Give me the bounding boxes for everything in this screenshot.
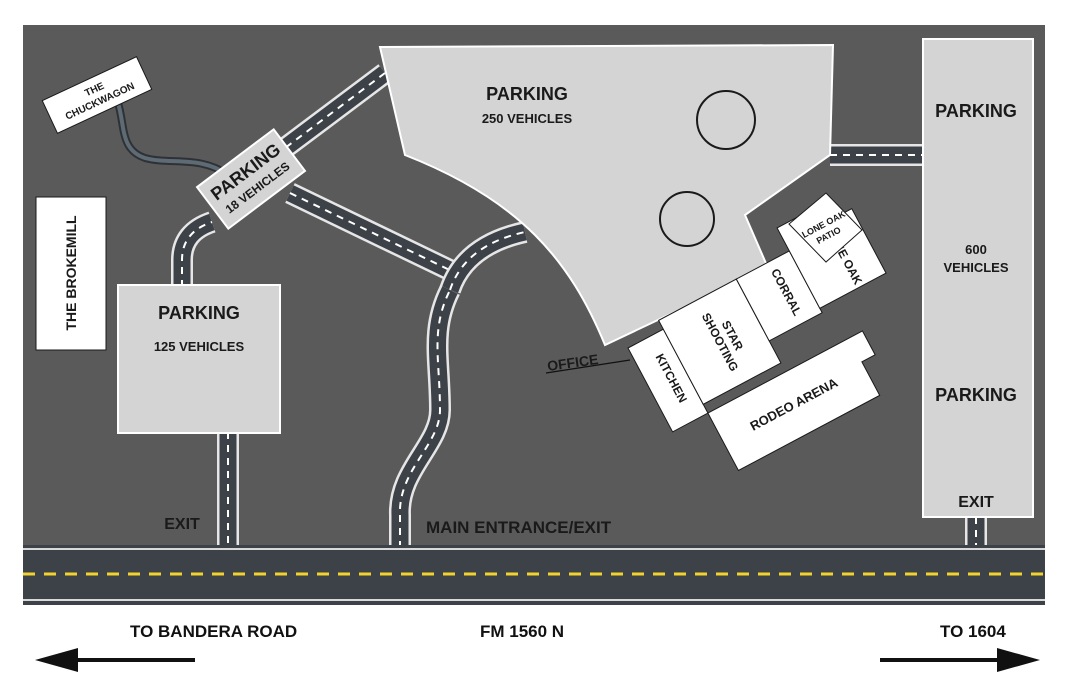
east-lot-capacity-line2: VEHICLES bbox=[943, 260, 1008, 275]
central-lot-title: PARKING bbox=[486, 84, 568, 104]
parking-lot-west bbox=[117, 284, 281, 434]
parking-island-north bbox=[696, 90, 756, 150]
highway bbox=[23, 545, 1045, 605]
building-lone-oak-patio bbox=[788, 192, 863, 263]
east-lot-title-bottom: PARKING bbox=[935, 385, 1017, 405]
building-brokemill bbox=[35, 196, 107, 351]
road-diagonal bbox=[285, 183, 465, 285]
central-lot-capacity: 250 VEHICLES bbox=[482, 111, 573, 126]
arrow-right-icon bbox=[880, 648, 1040, 672]
exit-east-label: EXIT bbox=[958, 494, 994, 511]
office-label: OFFICE bbox=[546, 351, 599, 374]
parking-island-south bbox=[659, 191, 715, 247]
to-1604-label: TO 1604 bbox=[940, 622, 1006, 641]
east-lot-capacity-line1: 600 bbox=[965, 242, 987, 257]
exit-west-label: EXIT bbox=[164, 516, 200, 533]
arrow-left-icon bbox=[35, 648, 195, 672]
building-rodeo-arena bbox=[707, 330, 881, 472]
main-entrance-label: MAIN ENTRANCE/EXIT bbox=[426, 518, 612, 537]
road-junction-branch bbox=[439, 221, 528, 294]
road-west-connector bbox=[171, 211, 216, 287]
west-lot-capacity: 125 VEHICLES bbox=[154, 339, 245, 354]
road-north-connector bbox=[278, 64, 392, 157]
road-main-entrance bbox=[389, 285, 460, 548]
west-lot-title: PARKING bbox=[158, 303, 240, 323]
roads bbox=[171, 64, 987, 548]
to-bandera-label: TO BANDERA ROAD bbox=[130, 622, 298, 641]
parking-lot-east bbox=[922, 38, 1034, 518]
highway-label: FM 1560 N bbox=[480, 622, 565, 641]
east-lot-title-top: PARKING bbox=[935, 101, 1017, 121]
office-pointer-line bbox=[545, 359, 631, 374]
brokemill-label: THE BROKEMILL bbox=[63, 215, 79, 331]
